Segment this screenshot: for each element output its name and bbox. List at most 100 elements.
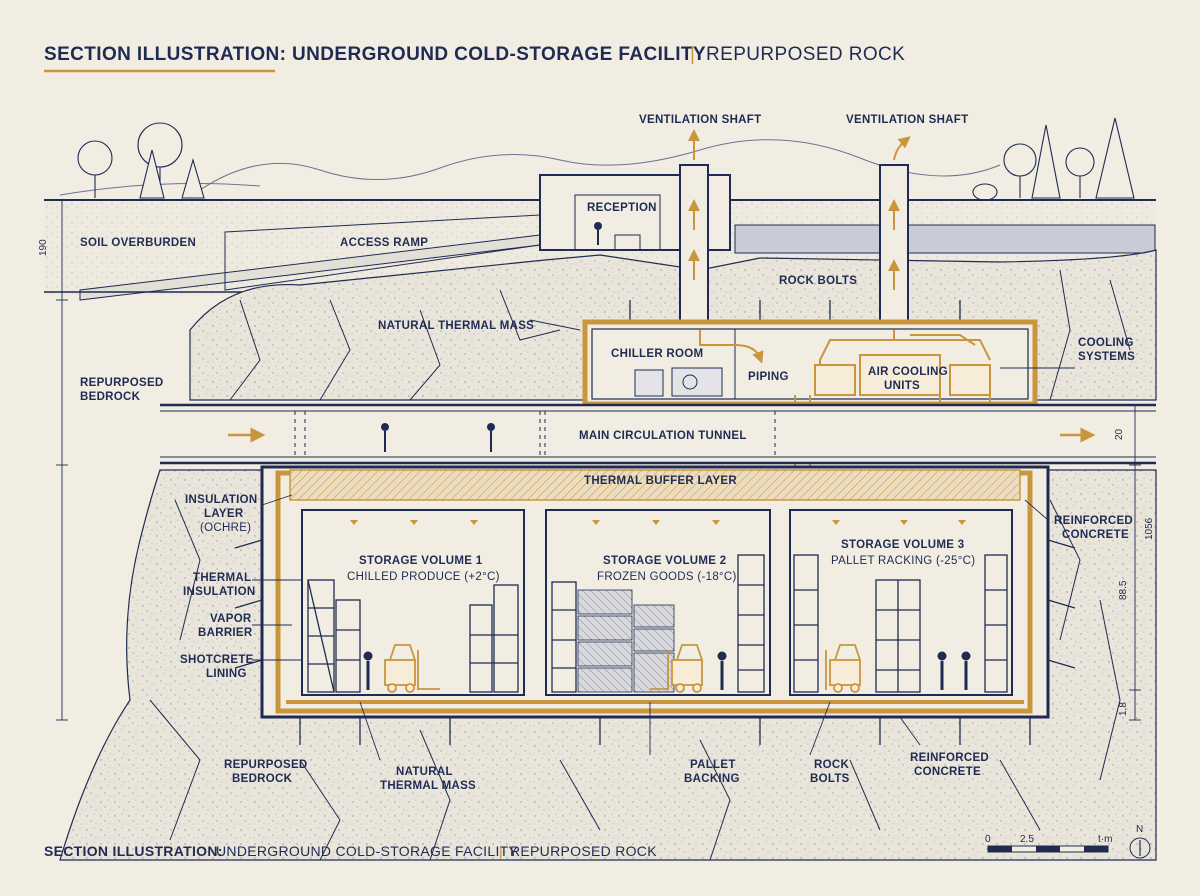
ceiling-lights — [350, 520, 966, 525]
workers — [363, 651, 971, 690]
rack-sv3-left — [793, 554, 819, 693]
rack-sv1-mid — [335, 599, 361, 693]
label-main-tunnel: MAIN CIRCULATION TUNNEL — [579, 430, 747, 442]
label-pallet-backing-2: BACKING — [684, 773, 740, 785]
label-rock-bolts-bot-2: BOLTS — [810, 773, 850, 785]
person-tunnel-1 — [381, 423, 389, 452]
vent-shaft-1 — [679, 129, 709, 331]
worker-sv3-b — [961, 651, 971, 690]
label-sv3-sub: PALLET RACKING (-25°C) — [831, 555, 975, 567]
label-vent-shaft-1: VENTILATION SHAFT — [639, 114, 761, 126]
label-natural-thermal-mass-bot-2: THERMAL MASS — [380, 780, 476, 792]
label-rock-bolts-top: ROCK BOLTS — [779, 275, 857, 287]
title-block: SECTION ILLUSTRATION: UNDERGROUND COLD-S… — [44, 44, 905, 73]
label-soil-overburden: SOIL OVERBURDEN — [80, 237, 196, 249]
rack-sv1-left — [307, 579, 335, 693]
label-thermal-insulation-2: INSULATION — [183, 586, 255, 598]
label-chiller-room: CHILLER ROOM — [611, 348, 703, 360]
pallet-racks — [307, 554, 1008, 693]
label-reinforced-concrete-bot-2: CONCRETE — [914, 766, 981, 778]
rack-sv1-right — [469, 584, 519, 693]
footer-sub: REPURPOSED ROCK — [510, 843, 657, 859]
label-sv1-sub: CHILLED PRODUCE (+2°C) — [347, 571, 500, 583]
rack-sv2-right — [737, 554, 765, 693]
worker-sv3-a — [937, 651, 947, 690]
label-repurposed-bedrock-top-1: REPURPOSED — [80, 377, 164, 389]
label-vent-shaft-2: VENTILATION SHAFT — [846, 114, 968, 126]
frozen-crates — [577, 589, 675, 693]
label-access-ramp: ACCESS RAMP — [340, 237, 428, 249]
trees-right — [972, 117, 1135, 201]
bedrock-left-gap — [44, 420, 160, 463]
worker-sv1 — [363, 651, 373, 690]
footer-separator: | — [499, 843, 503, 859]
forklift-sv2 — [650, 644, 703, 693]
piping-arrow — [734, 344, 764, 364]
label-repurposed-bedrock-top-2: BEDROCK — [80, 391, 141, 403]
dim-left-top: 190 — [38, 239, 49, 256]
title-sub: REPURPOSED ROCK — [706, 44, 905, 65]
scale-tick-1: 2.5 — [1020, 834, 1034, 845]
person-tunnel-2 — [487, 423, 495, 452]
label-natural-thermal-mass-bot-1: NATURAL — [396, 766, 453, 778]
label-sv1-title: STORAGE VOLUME 1 — [359, 555, 483, 567]
dim-right-base: 1.8 — [1118, 702, 1129, 716]
dim-right-total: 1056 — [1144, 517, 1155, 540]
label-shotcrete-2: LINING — [206, 668, 247, 680]
label-thermal-buffer: THERMAL BUFFER LAYER — [584, 475, 737, 487]
scale-bar: 0 2.5 t·m — [985, 834, 1112, 853]
label-cooling-systems-2: SYSTEMS — [1078, 351, 1135, 363]
label-repurposed-bedrock-bot-2: BEDROCK — [232, 773, 293, 785]
forklift-sv1 — [384, 644, 440, 693]
trees-left — [77, 122, 205, 199]
label-insulation-layer-2: LAYER — [204, 508, 244, 520]
dim-tunnel: 20 — [1114, 428, 1125, 440]
storage-cells — [301, 509, 1013, 696]
label-thermal-insulation-1: THERMAL — [193, 572, 251, 584]
north-arrow: N — [1129, 824, 1151, 859]
footer-main: SECTION ILLUSTRATION: — [44, 843, 223, 859]
main-tunnel — [160, 405, 1156, 463]
north-label: N — [1136, 824, 1143, 835]
label-piping: PIPING — [748, 371, 789, 383]
label-reinforced-concrete-right-1: REINFORCED — [1054, 515, 1133, 527]
rock-fractures-lower — [149, 499, 1121, 861]
label-repurposed-bedrock-bot-1: REPURPOSED — [224, 759, 308, 771]
vent-shaft-2 — [879, 136, 911, 331]
label-pallet-backing-1: PALLET — [690, 759, 736, 771]
scale-unit: t·m — [1098, 834, 1112, 845]
label-shotcrete-1: SHOTCRETE — [180, 654, 254, 666]
title-separator: | — [690, 44, 695, 65]
reception-desk — [614, 234, 641, 251]
rack-sv3-mid — [875, 579, 921, 693]
worker-sv2 — [717, 651, 727, 690]
dimension-lines — [56, 199, 1141, 721]
thermal-buffer-layer — [289, 469, 1021, 501]
label-sv2-sub: FROZEN GOODS (-18°C) — [597, 571, 737, 583]
rack-sv3-right — [984, 554, 1008, 693]
label-reinforced-concrete-bot-1: REINFORCED — [910, 752, 989, 764]
rock-fractures-upper — [229, 269, 1131, 401]
label-cooling-systems-1: COOLING — [1078, 337, 1134, 349]
rack-sv2-left — [551, 581, 577, 693]
label-insulation-layer-1: INSULATION — [185, 494, 257, 506]
label-sv2-title: STORAGE VOLUME 2 — [603, 555, 726, 567]
label-vapor-barrier-2: BARRIER — [198, 627, 253, 639]
soil-layer-right — [734, 224, 1156, 254]
chiller-machines — [634, 367, 723, 397]
footer-rest: UNDERGROUND COLD-STORAGE FACILITY — [216, 843, 518, 859]
title-main: SECTION ILLUSTRATION: UNDERGROUND COLD-S… — [44, 44, 706, 65]
label-natural-thermal-mass-top: NATURAL THERMAL MASS — [378, 320, 534, 332]
label-rock-bolts-bot-1: ROCK — [814, 759, 849, 771]
label-air-cooling-1: AIR COOLING — [868, 366, 948, 378]
footer: SECTION ILLUSTRATION: UNDERGROUND COLD-S… — [44, 843, 657, 859]
label-reception: RECEPTION — [587, 202, 657, 214]
forklift-sv3 — [825, 644, 861, 693]
dim-right-storage: 88.5 — [1118, 580, 1129, 600]
label-sv3-title: STORAGE VOLUME 3 — [841, 539, 964, 551]
person-reception — [594, 222, 602, 245]
label-reinforced-concrete-right-2: CONCRETE — [1062, 529, 1129, 541]
label-vapor-barrier-1: VAPOR — [210, 613, 252, 625]
